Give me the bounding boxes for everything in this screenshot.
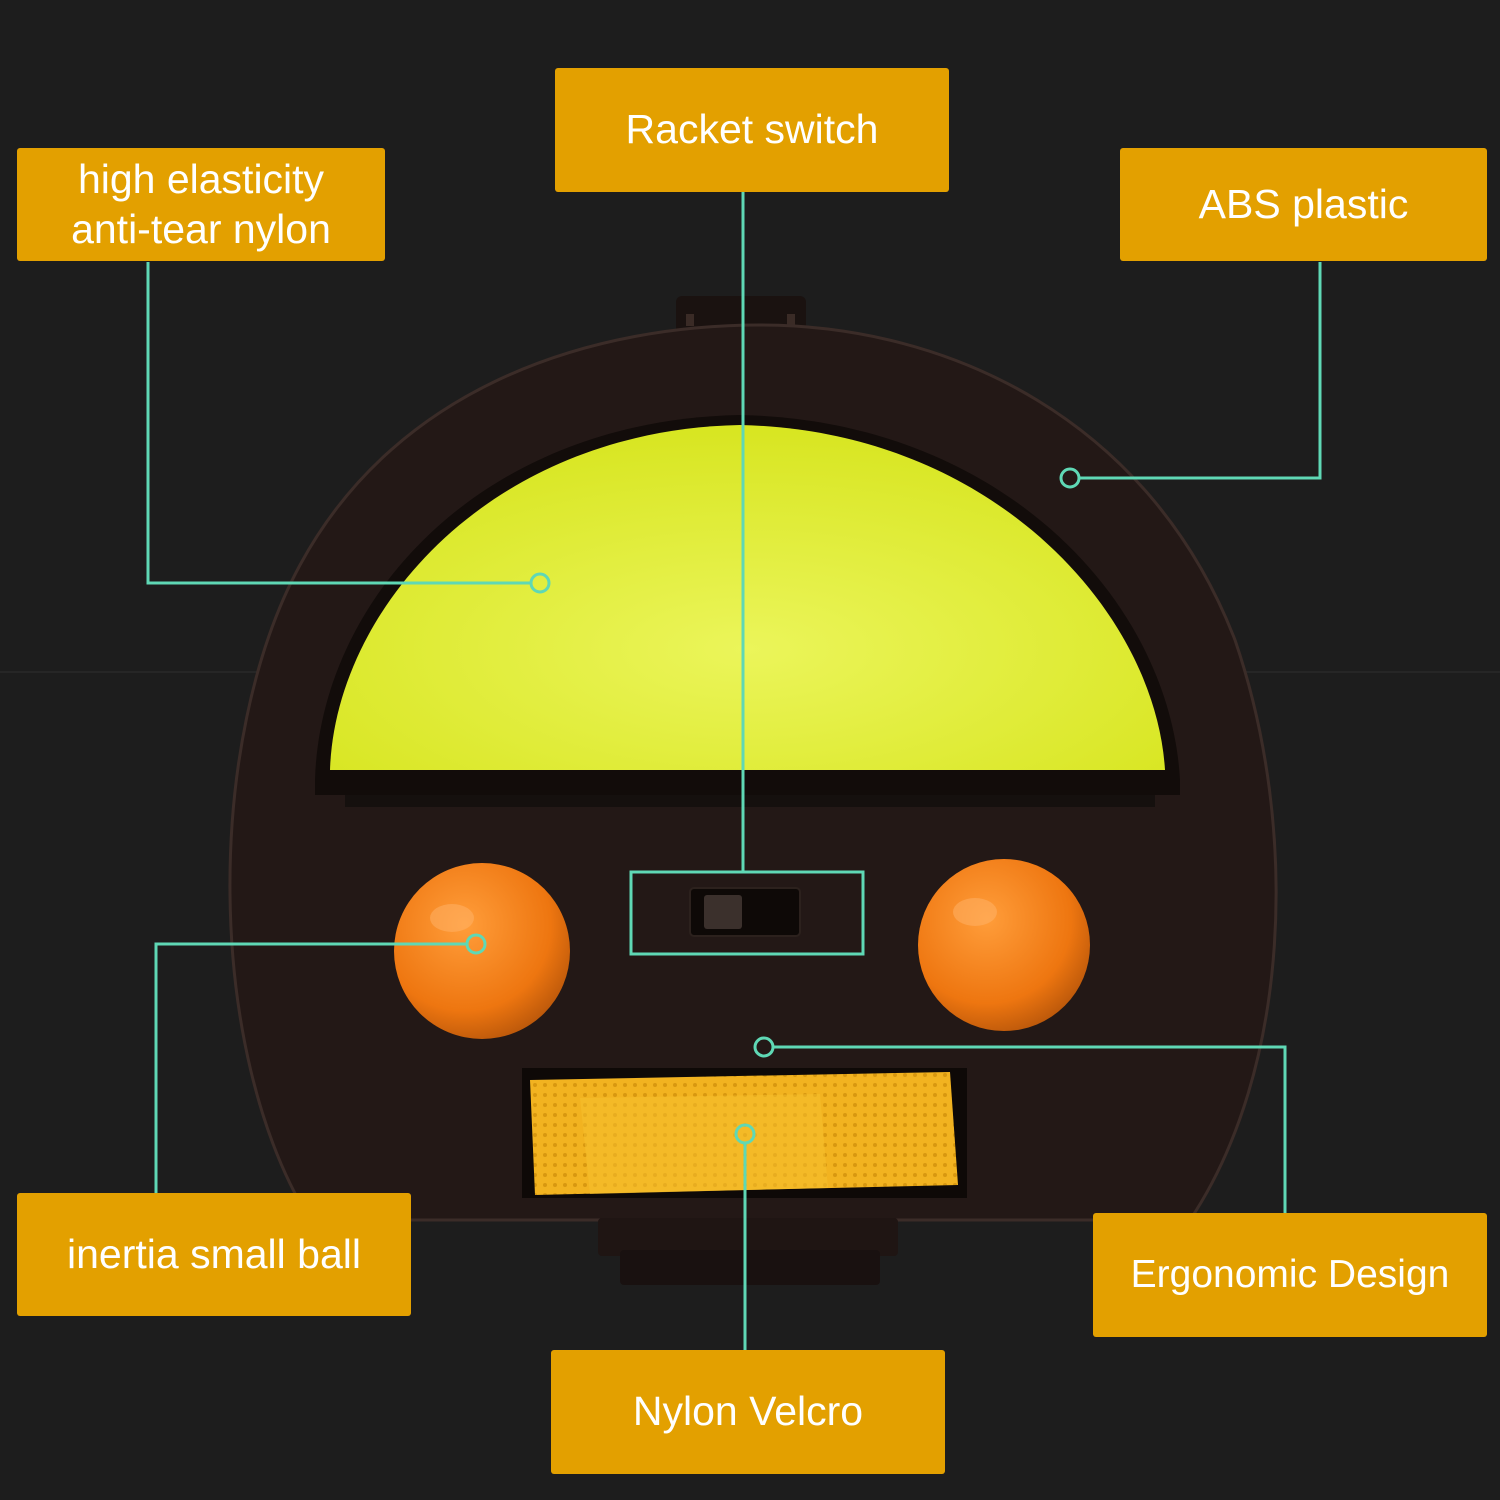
dot-elastic <box>529 572 551 594</box>
label-high-elasticity: high elasticity anti-tear nylon <box>17 148 385 261</box>
leader-elastic <box>146 262 530 585</box>
label-ergonomic-design: Ergonomic Design <box>1093 1213 1487 1337</box>
handle-mount <box>598 1218 898 1256</box>
strap-fold <box>580 1094 828 1194</box>
handle-base <box>620 1250 880 1285</box>
label-ball-text: inertia small ball <box>67 1230 361 1277</box>
slide-switch-icon <box>689 887 801 937</box>
switch-highlight-box <box>629 870 865 956</box>
label-switch-text: Racket switch <box>625 106 879 153</box>
label-abs-plastic: ABS plastic <box>1120 148 1487 261</box>
label-abs-text: ABS plastic <box>1198 180 1409 227</box>
label-elastic-line1: high elasticity <box>77 156 325 203</box>
leader-abs <box>1079 262 1322 480</box>
label-nylon-velcro: Nylon Velcro <box>551 1350 945 1474</box>
racket-face <box>330 425 1165 770</box>
leader-ergonomic <box>774 1045 1287 1213</box>
label-inertia-ball: inertia small ball <box>17 1193 411 1316</box>
dot-velcro <box>734 1123 756 1145</box>
dot-abs <box>1059 467 1081 489</box>
label-elastic-line2: anti-tear nylon <box>71 205 331 252</box>
switch-knob <box>704 895 742 929</box>
right-ball-icon <box>918 859 1090 1031</box>
tab-notch-right <box>787 314 795 326</box>
label-racket-switch: Racket switch <box>555 68 949 192</box>
leader-ball <box>154 942 466 1193</box>
tab-notch-left <box>686 314 694 326</box>
leader-lines <box>146 192 1322 1350</box>
label-ergo-text: Ergonomic Design <box>1130 1252 1450 1296</box>
right-ball-highlight <box>953 898 997 926</box>
label-velcro-text: Nylon Velcro <box>632 1388 864 1435</box>
face-shadow <box>345 795 1155 807</box>
left-ball-highlight <box>430 904 474 932</box>
callout-dots <box>465 467 1081 1145</box>
dot-ergonomic <box>753 1036 775 1058</box>
dot-ball <box>465 933 487 955</box>
